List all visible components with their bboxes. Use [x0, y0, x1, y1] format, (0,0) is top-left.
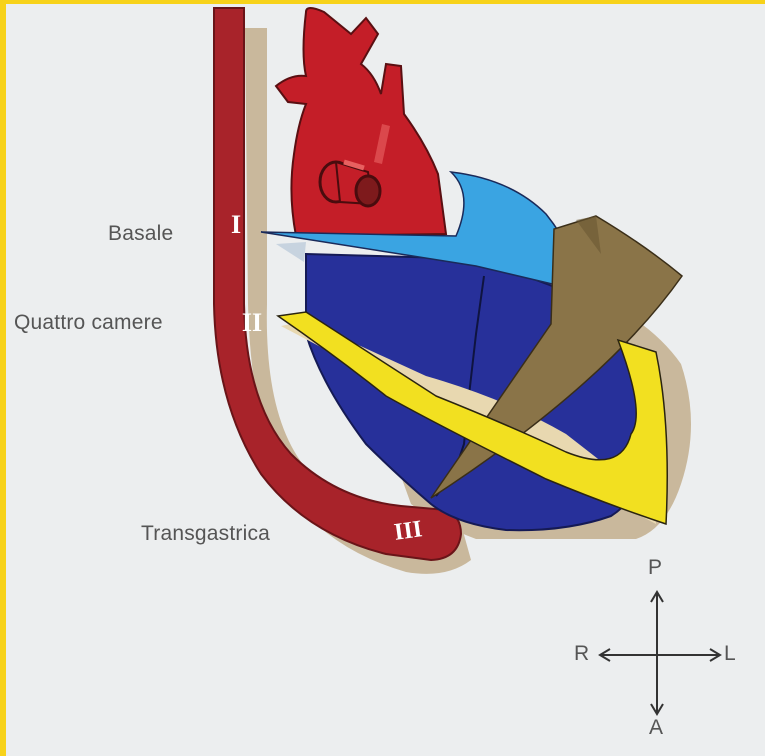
orientation-compass: [600, 592, 720, 714]
tee-heart-diagram: I II III: [6, 4, 765, 756]
compass-left-label: L: [724, 642, 736, 666]
compass-anterior-label: A: [649, 716, 663, 740]
transgastric-view-label: Transgastrica: [141, 522, 270, 546]
plane-numeral-transgastric: III: [392, 516, 423, 546]
plane-numeral-basal: I: [231, 210, 241, 239]
diagram-frame: I II III Basale Quattro camere Transgast…: [6, 4, 765, 756]
basal-plane-shadow: [276, 242, 306, 262]
compass-posterior-label: P: [648, 556, 662, 580]
basal-view-label: Basale: [108, 222, 173, 246]
compass-right-label: R: [574, 642, 589, 666]
plane-numeral-four-chamber: II: [242, 308, 262, 337]
four-chamber-view-label: Quattro camere: [14, 311, 163, 335]
